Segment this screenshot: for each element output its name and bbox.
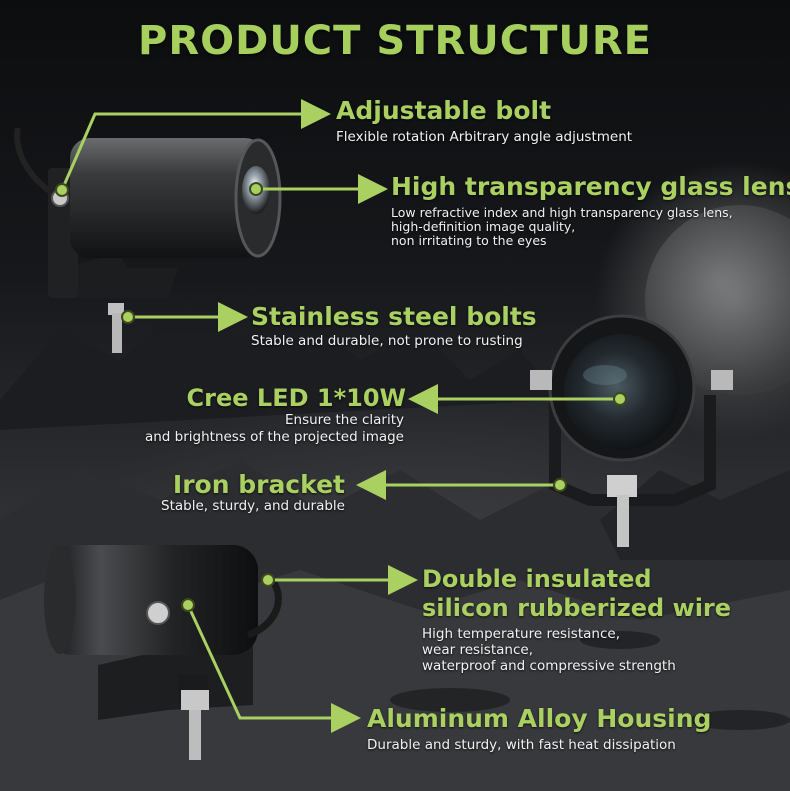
callout-stainless-bolts-heading: Stainless steel bolts: [251, 302, 537, 331]
callout-cree-led-line-1: Ensure the clarity: [284, 412, 404, 428]
callout-housing-heading: Aluminum Alloy Housing: [367, 704, 712, 733]
spotlight-front-view: [530, 314, 733, 547]
callout-wire-heading-line-2: silicon rubberized wire: [422, 594, 732, 622]
callout-wire-line-3: waterproof and compressive strength: [422, 658, 676, 674]
page-title: PRODUCT STRUCTURE: [138, 18, 652, 64]
callout-cree-led-heading: Cree LED 1*10W: [186, 384, 406, 412]
callout-housing-text: Durable and sturdy, with fast heat dissi…: [367, 737, 676, 753]
callout-iron-bracket-text: Stable, sturdy, and durable: [161, 498, 345, 514]
callout-wire-heading-line-1: Double insulated: [422, 565, 652, 593]
callout-glass-lens-line-1: Low refractive index and high transparen…: [391, 205, 733, 220]
callout-adjustable-bolt-text: Flexible rotation Arbitrary angle adjust…: [336, 129, 633, 145]
callout-wire-line-1: High temperature resistance,: [422, 626, 620, 642]
spotlight-side-view: [14, 127, 282, 353]
callout-stainless-bolts-text: Stable and durable, not prone to rusting: [251, 333, 523, 349]
callout-glass-lens-heading: High transparency glass lens: [391, 172, 790, 201]
callout-glass-lens-line-3: non irritating to the eyes: [391, 233, 547, 248]
callout-wire-line-2: wear resistance,: [422, 642, 533, 658]
callout-glass-lens-line-2: high-definition image quality,: [391, 219, 576, 234]
callout-cree-led-line-2: and brightness of the projected image: [144, 429, 404, 445]
callout-adjustable-bolt-heading: Adjustable bolt: [336, 96, 552, 125]
callout-iron-bracket-heading: Iron bracket: [172, 470, 345, 499]
